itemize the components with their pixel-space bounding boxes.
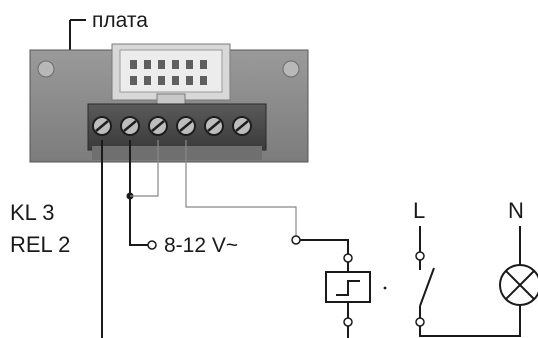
mounting-hole-right: [282, 60, 300, 78]
connector-pin: [172, 76, 179, 85]
connector-pin: [172, 60, 179, 69]
relay-coil-icon: [325, 271, 387, 303]
connector-pin: [186, 76, 193, 85]
terminal-screw-icon: [232, 116, 252, 136]
connector-pin: [200, 60, 207, 69]
terminal-block: [87, 103, 267, 160]
wire-switch-to-lamp: [419, 305, 521, 337]
supply-terminal-right: [291, 235, 301, 245]
lamp-icon: [499, 264, 538, 306]
supply-terminal-left: [147, 240, 157, 250]
connector-pin: [158, 60, 165, 69]
terminal-screw-icon: [148, 116, 168, 136]
terminal-screw-icon: [92, 116, 112, 136]
wire-to-relay: [300, 239, 349, 254]
connector-pin: [200, 76, 207, 85]
line-label: L: [413, 198, 425, 223]
ribbon-connector: [111, 43, 231, 105]
terminal-screw-icon: [120, 116, 140, 136]
terminal-screw-icon: [204, 116, 224, 136]
connector-pin: [130, 76, 137, 85]
kl3-label: KL 3: [10, 200, 54, 225]
relay-terminal-top: [343, 253, 353, 263]
connector-pin: [186, 60, 193, 69]
neutral-label: N: [508, 198, 524, 223]
rel2-label: REL 2: [10, 232, 70, 257]
connector-pin: [144, 60, 151, 69]
connector-pin: [130, 60, 137, 69]
switch-terminal-bottom: [415, 317, 425, 327]
board-label: плата: [92, 9, 148, 32]
mounting-hole-left: [37, 60, 55, 78]
wire-gray-2: [185, 140, 297, 236]
circuit-board: [29, 43, 309, 163]
voltage-label: 8-12 V~: [164, 234, 238, 257]
terminal-screw-icon: [176, 116, 196, 136]
connector-pin: [144, 76, 151, 85]
switch-icon: [419, 260, 435, 307]
wire-gray-1: [130, 140, 159, 197]
switch-terminal-top: [415, 251, 425, 261]
connector-pin: [158, 76, 165, 85]
wire-rel2: [129, 140, 148, 246]
relay-terminal-bottom: [343, 317, 353, 327]
